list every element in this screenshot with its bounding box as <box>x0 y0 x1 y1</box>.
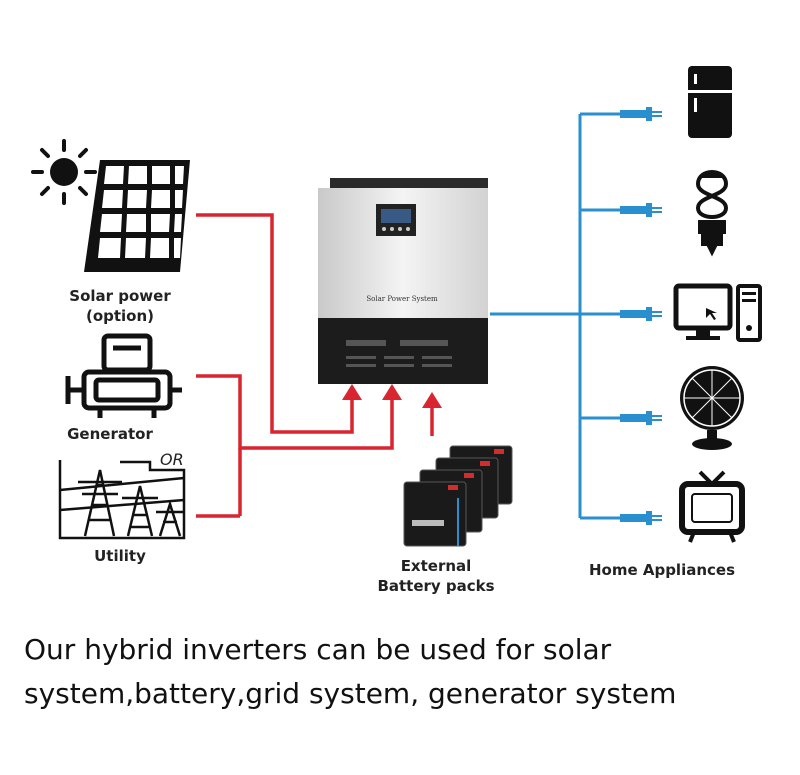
solar-panel-icon <box>84 160 190 272</box>
light-bulb-icon <box>695 170 729 257</box>
battery-label-line2: Battery packs <box>377 577 495 595</box>
home-appliances-label: Home Appliances <box>588 561 736 579</box>
sun-icon <box>31 139 97 205</box>
or-label: OR <box>160 450 184 469</box>
fan-icon <box>680 366 744 450</box>
power-tower-icon <box>58 460 186 540</box>
computer-icon <box>673 283 762 342</box>
battery-icon <box>403 445 513 547</box>
solar-power-label: Solar power (option) <box>50 286 190 326</box>
television-icon <box>679 470 745 543</box>
caption-line-2: system,battery,grid system, generator sy… <box>24 677 677 710</box>
refrigerator-icon <box>688 66 732 138</box>
generator-icon <box>65 333 182 418</box>
utility-label: Utility <box>94 547 146 565</box>
output-wiring <box>490 112 620 520</box>
battery-label: External Battery packs <box>356 556 516 596</box>
battery-label-line1: External <box>400 557 472 575</box>
input-wiring <box>196 213 434 518</box>
inverter-unit <box>318 178 488 384</box>
arrow-icons <box>342 384 442 408</box>
solar-power-label-line1: Solar power <box>69 287 171 305</box>
solar-power-label-line2: (option) <box>85 307 155 325</box>
generator-label: Generator <box>67 425 153 443</box>
caption-line-1: Our hybrid inverters can be used for sol… <box>24 633 612 666</box>
inverter-label: Solar Power System <box>366 295 438 303</box>
plug-icons <box>620 107 662 525</box>
